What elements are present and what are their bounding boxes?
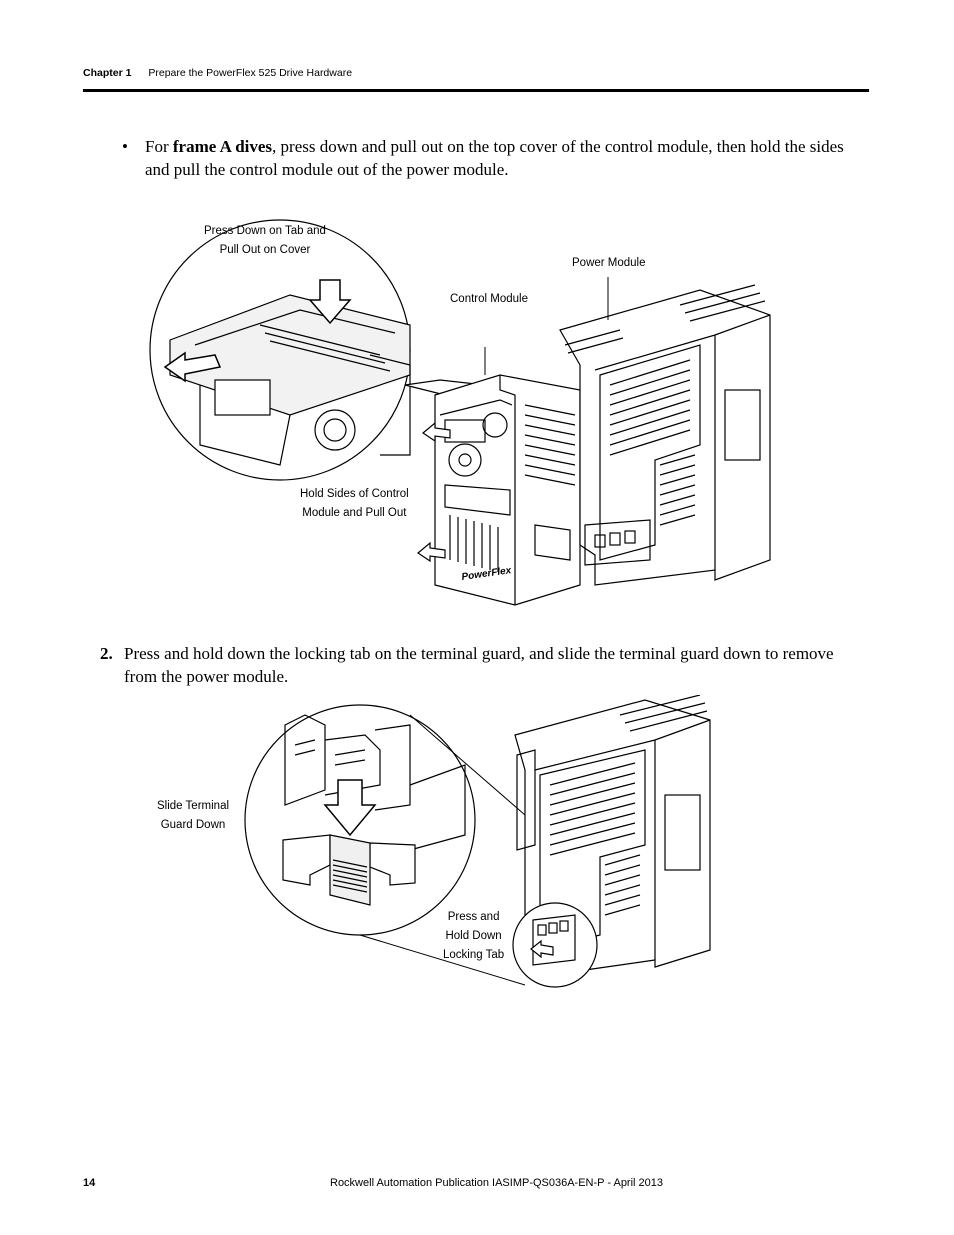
bullet-symbol: • — [122, 137, 128, 156]
label-hold-sides-line1: Hold Sides of Control — [300, 488, 409, 500]
publication-info: Rockwell Automation Publication IASIMP-Q… — [330, 1177, 664, 1189]
label-control-module: Control Module — [450, 293, 528, 305]
label-slide-terminal: Slide Terminal Guard Down — [157, 797, 229, 835]
step-text: Press and hold down the locking tab on t… — [124, 644, 834, 686]
down-arrow-icon — [308, 279, 352, 325]
label-press-hold: Press and Hold Down Locking Tab — [443, 908, 504, 965]
bullet-prefix: For — [145, 137, 173, 156]
label-slide-line2: Guard Down — [160, 819, 226, 831]
label-slide-line1: Slide Terminal — [157, 800, 230, 812]
label-power-module: Power Module — [572, 257, 646, 269]
page-number: 14 — [83, 1177, 96, 1189]
step-2: 2. Press and hold down the locking tab o… — [100, 642, 870, 688]
label-hold-sides-line2: Module and Pull Out — [302, 507, 407, 519]
figure-terminal-guard — [244, 695, 711, 988]
label-press-tab: Press Down on Tab and Pull Out on Cover — [204, 222, 326, 260]
running-header: Chapter 1 Prepare the PowerFlex 525 Driv… — [83, 67, 352, 79]
chapter-label: Chapter 1 — [83, 67, 132, 79]
bullet-bold: frame A dives — [172, 137, 273, 156]
pull-arrow-icon — [421, 421, 451, 443]
locking-tab-arrow-icon — [530, 939, 554, 959]
label-press-line3: Locking Tab — [443, 949, 505, 961]
figure-remove-control-module: PowerFlex — [149, 219, 771, 606]
keypad-icon — [448, 443, 482, 477]
label-press-tab-line2: Pull Out on Cover — [219, 244, 311, 256]
chapter-title: Prepare the PowerFlex 525 Drive Hardware — [148, 67, 353, 79]
label-press-tab-line1: Press Down on Tab and — [204, 225, 326, 237]
header-rule — [83, 89, 869, 92]
label-hold-sides: Hold Sides of Control Module and Pull Ou… — [300, 485, 409, 523]
bullet-paragraph: • For frame A dives, press down and pull… — [122, 135, 872, 181]
pull-arrow-icon-lower — [416, 541, 446, 563]
bullet-text: For frame A dives, press down and pull o… — [145, 135, 872, 181]
label-press-line2: Hold Down — [445, 930, 502, 942]
step-number: 2. — [100, 644, 113, 663]
label-press-line1: Press and — [447, 911, 500, 923]
bullet-rest: , press down and pull out on the top cov… — [145, 137, 844, 179]
left-arrow-icon — [163, 351, 222, 383]
big-down-arrow-icon — [323, 779, 377, 837]
